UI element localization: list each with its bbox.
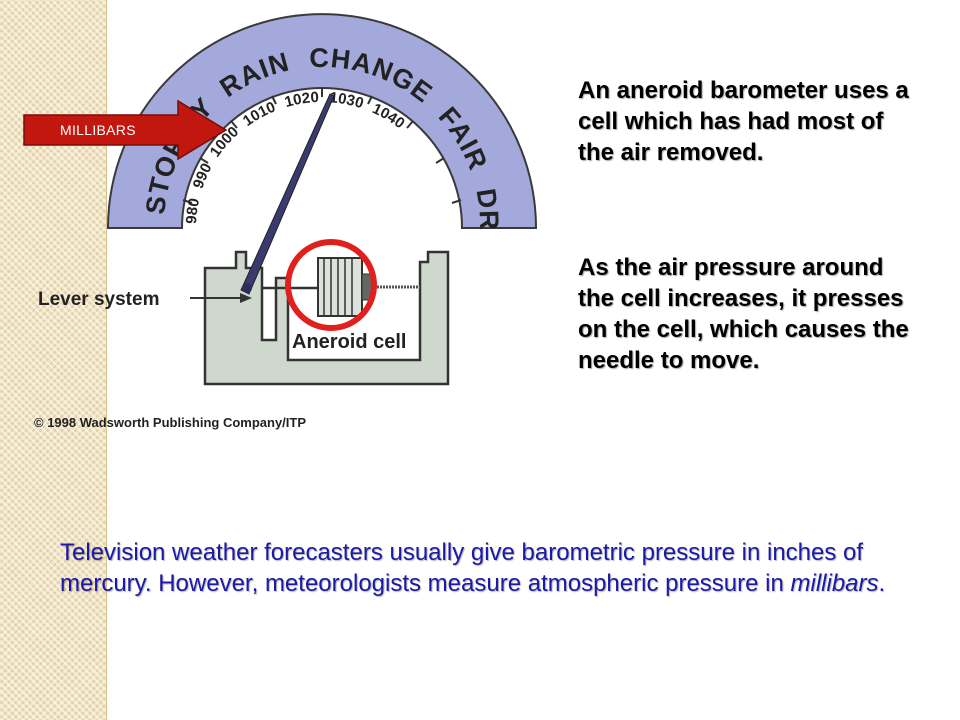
aneroid-cell xyxy=(323,258,353,316)
bottom-note-end: . xyxy=(878,570,886,597)
lever-system-label: Lever system xyxy=(38,289,159,310)
scale-ticks xyxy=(182,88,462,204)
lever-arrow-head xyxy=(240,293,252,303)
scale-label-980: 980 xyxy=(183,197,203,225)
bottom-note-emphasis: millibars xyxy=(790,570,879,597)
barometer-diagram: STORMY RAIN CHANGE FAIR DRY 980 990 1000… xyxy=(0,0,538,430)
dial-band xyxy=(106,13,538,229)
millibars-arrow-label: MILLIBARS xyxy=(60,122,136,138)
bottom-note-text: Television weather forecasters usually g… xyxy=(60,539,864,597)
copyright-text: © 1998 Wadsworth Publishing Company/ITP xyxy=(34,415,306,430)
millibars-arrow xyxy=(23,99,228,161)
highlight-circle xyxy=(285,239,377,331)
bottom-note: Television weather forecasters usually g… xyxy=(60,537,940,599)
aneroid-cell-label: Aneroid cell xyxy=(292,331,406,353)
description-paragraph-1: An aneroid barometer uses a cell which h… xyxy=(578,77,909,166)
description-paragraph-2: As the air pressure around the cell incr… xyxy=(578,254,909,374)
